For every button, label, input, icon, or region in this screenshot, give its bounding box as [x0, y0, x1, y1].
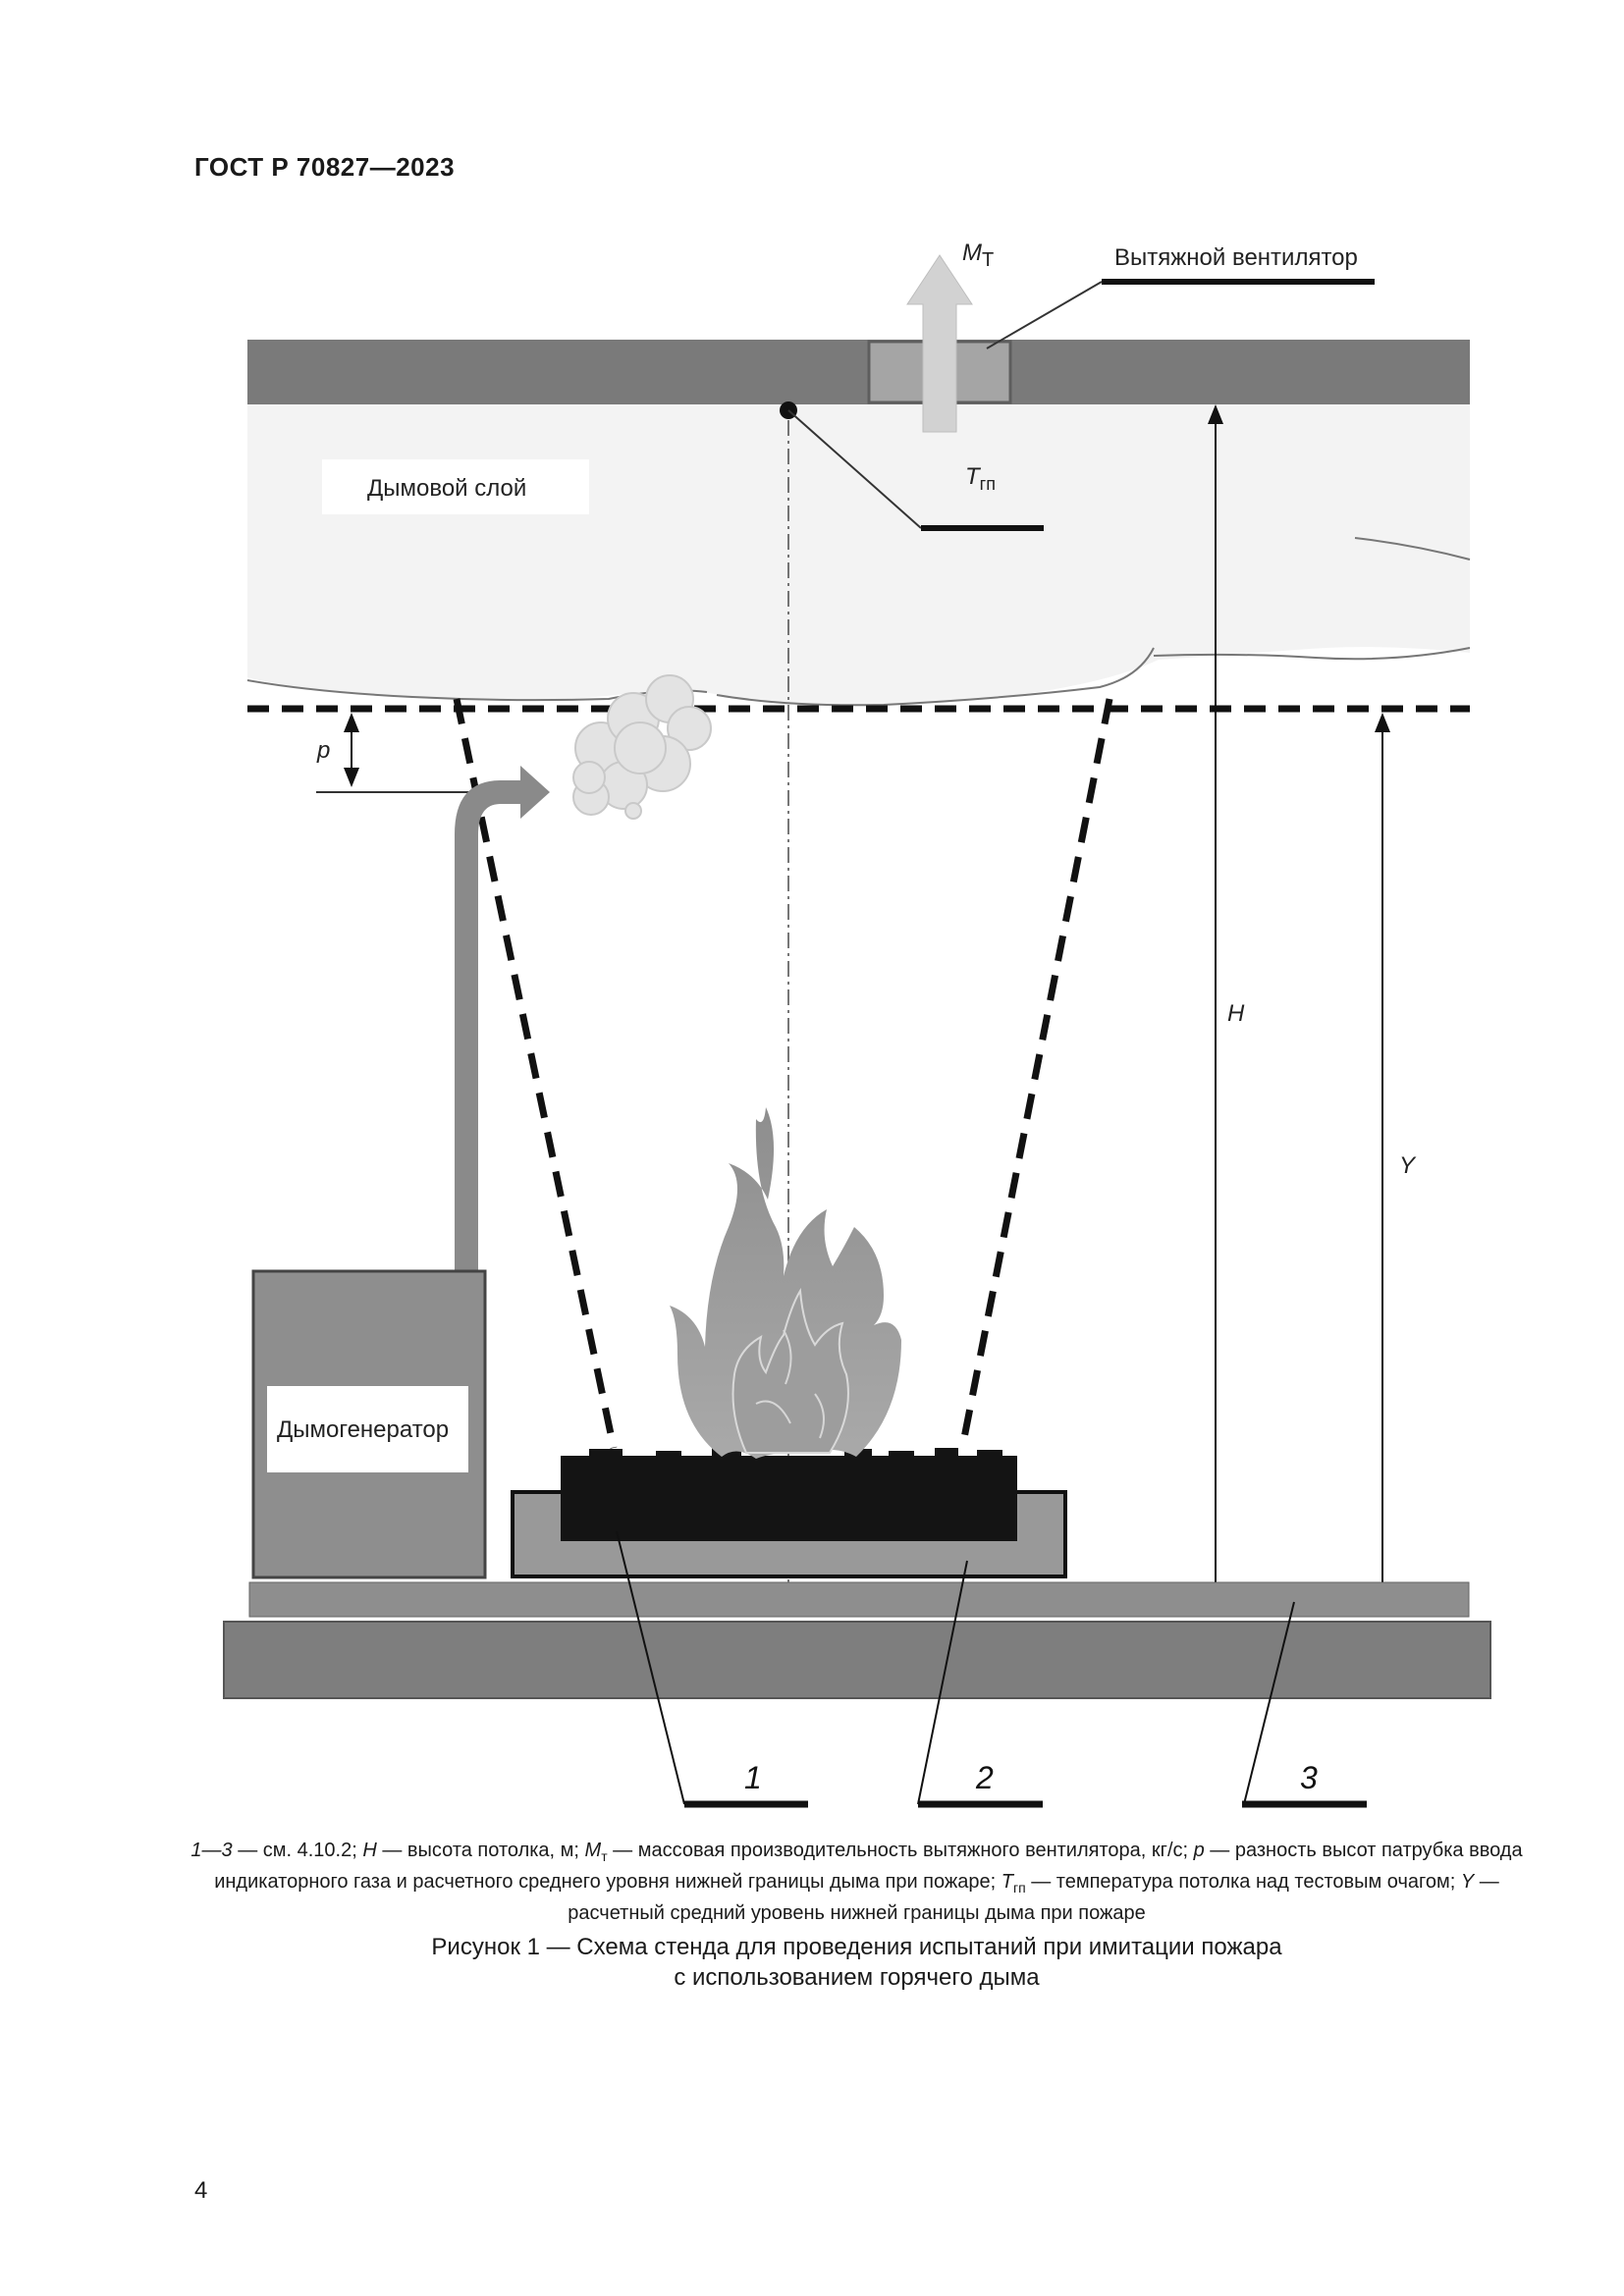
flame-core-stroke [755, 1329, 825, 1439]
item-1-leader [616, 1530, 685, 1805]
plume-right-line [958, 698, 1113, 1449]
plume-left-line [453, 698, 618, 1449]
document-header: ГОСТ Р 70827—2023 [194, 152, 456, 182]
test-stand-diagram: MТ Вытяжной вентилятор Дымовой слой Tгп … [223, 240, 1491, 1808]
smoke-generator-label-bg [267, 1386, 468, 1472]
item-2-label: 2 [975, 1760, 994, 1795]
smoke-layer-boundary [246, 537, 1471, 707]
ceiling-temp-label: Tгп [965, 463, 996, 494]
p-dimension-label: p [316, 737, 330, 764]
floor-platform [248, 1581, 1470, 1618]
y-dimension-label: Y [1399, 1152, 1417, 1179]
h-dimension-label: H [1227, 1000, 1245, 1027]
item-3-leader [1243, 1601, 1295, 1805]
base-slab [223, 1621, 1491, 1699]
caption-line-2: с использованием горячего дыма [674, 1964, 1040, 1991]
smoke-injection-pipe [455, 766, 550, 1271]
item-1-label: 1 [744, 1760, 762, 1795]
exhaust-flow-arrow [906, 254, 973, 433]
figure-legend: 1—3 — см. 4.10.2; H — высота потолка, м;… [190, 1840, 1523, 1924]
inner-flame [731, 1287, 849, 1454]
page-number: 4 [194, 2177, 208, 2204]
exhaust-fan-label: Вытяжной вентилятор [1114, 244, 1358, 271]
item-2-leader [917, 1560, 968, 1805]
smoke-layer-area [247, 404, 1470, 707]
caption-line-1: Рисунок 1 — Схема стенда для проведения … [431, 1934, 1282, 1960]
ceiling-slab [247, 340, 1470, 404]
fuel-block [561, 1456, 1017, 1541]
smoke-layer-label: Дымовой слой [367, 475, 526, 502]
indicator-smoke-puff [572, 674, 712, 820]
smoke-layer-label-bg [322, 459, 589, 514]
smoke-generator-label: Дымогенератор [277, 1416, 449, 1443]
temp-sensor-leader [787, 409, 922, 529]
figure-caption: Рисунок 1 — Схема стенда для проведения … [187, 1932, 1527, 1993]
exhaust-fan-leader [986, 281, 1103, 349]
item-3-label: 3 [1300, 1760, 1318, 1795]
fan-flow-label: MТ [962, 240, 994, 271]
